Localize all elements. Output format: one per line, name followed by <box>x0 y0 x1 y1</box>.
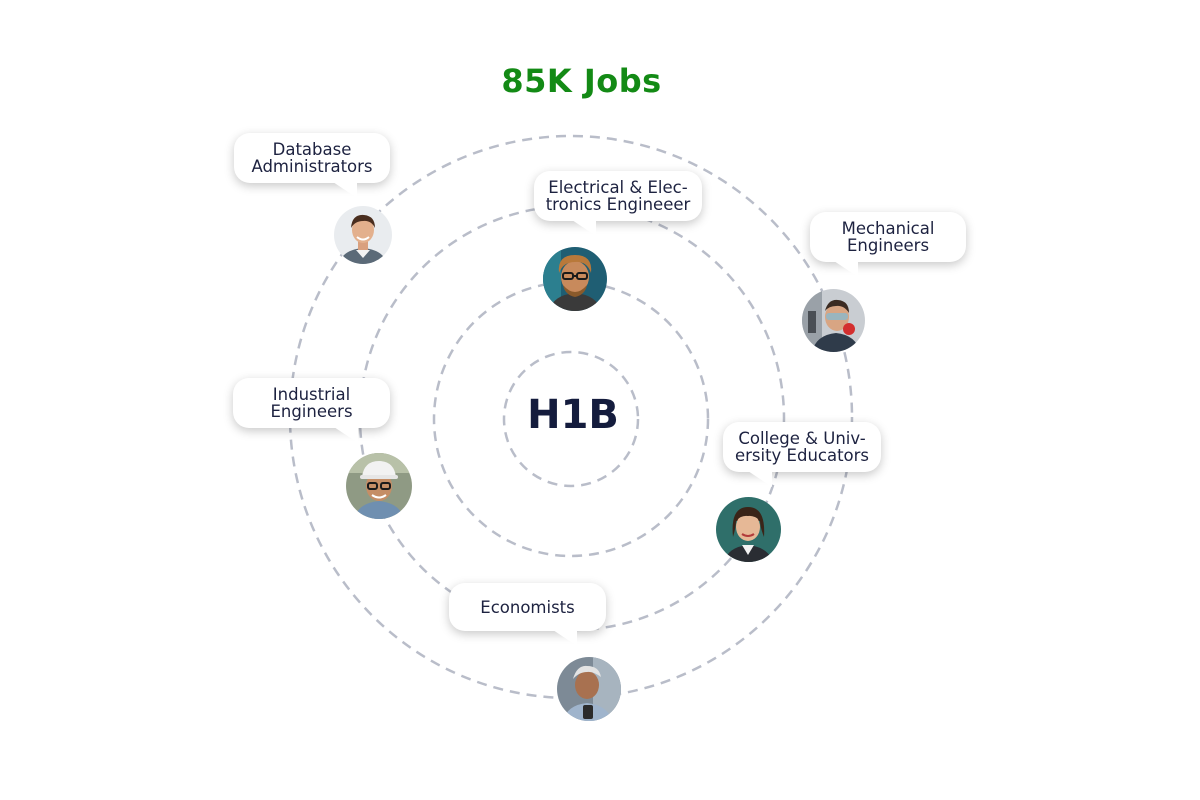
bubble-label-line1: College & Univ- <box>738 429 866 448</box>
bubble-label-line2: Engineers <box>846 236 930 255</box>
bubble-tail <box>572 220 596 236</box>
bubble-tail <box>553 630 577 646</box>
bubble-college-educators: College & Univ-ersity Educators <box>723 422 881 472</box>
orbit-ring-center <box>502 350 640 488</box>
person-photo-icon <box>346 453 412 519</box>
center-label: H1B <box>527 392 619 438</box>
bubble-label-line1: Database <box>272 140 352 159</box>
avatar-mechanical-engineers <box>802 289 865 352</box>
bubble-economists: Economists <box>449 583 606 631</box>
diagram-title: 85K Jobs <box>501 62 662 100</box>
bubble-label-line1: Mechanical <box>841 219 935 238</box>
bubble-tail <box>334 427 358 443</box>
person-photo-icon <box>557 657 621 721</box>
avatar-industrial-engineers <box>346 453 412 519</box>
avatar-college-educators <box>716 497 781 562</box>
avatar-economists <box>557 657 621 721</box>
person-photo-icon <box>802 289 865 352</box>
bubble-tail <box>834 261 858 277</box>
orbit-ring-outer <box>288 134 854 700</box>
person-photo-icon <box>334 206 392 264</box>
avatar-database-administrators <box>334 206 392 264</box>
bubble-label-line1: Electrical & Elec- <box>548 178 688 197</box>
bubble-label-line2: Administrators <box>251 157 373 176</box>
avatar-electrical-engineer <box>543 247 607 311</box>
person-photo-icon <box>716 497 781 562</box>
bubble-label-line2: Engineers <box>270 402 353 421</box>
bubble-label-line1: Industrial <box>272 385 351 404</box>
orbit-ring-inner <box>432 280 710 558</box>
bubble-label-line2: ersity Educators <box>734 446 870 465</box>
bubble-tail <box>748 471 772 487</box>
bubble-label-line2: tronics Engineeer <box>545 195 691 214</box>
bubble-electrical-engineer: Electrical & Elec-tronics Engineeer <box>534 171 702 221</box>
person-photo-icon <box>543 247 607 311</box>
bubble-tail <box>333 182 357 198</box>
bubble-label-line1: Economists <box>480 597 575 617</box>
